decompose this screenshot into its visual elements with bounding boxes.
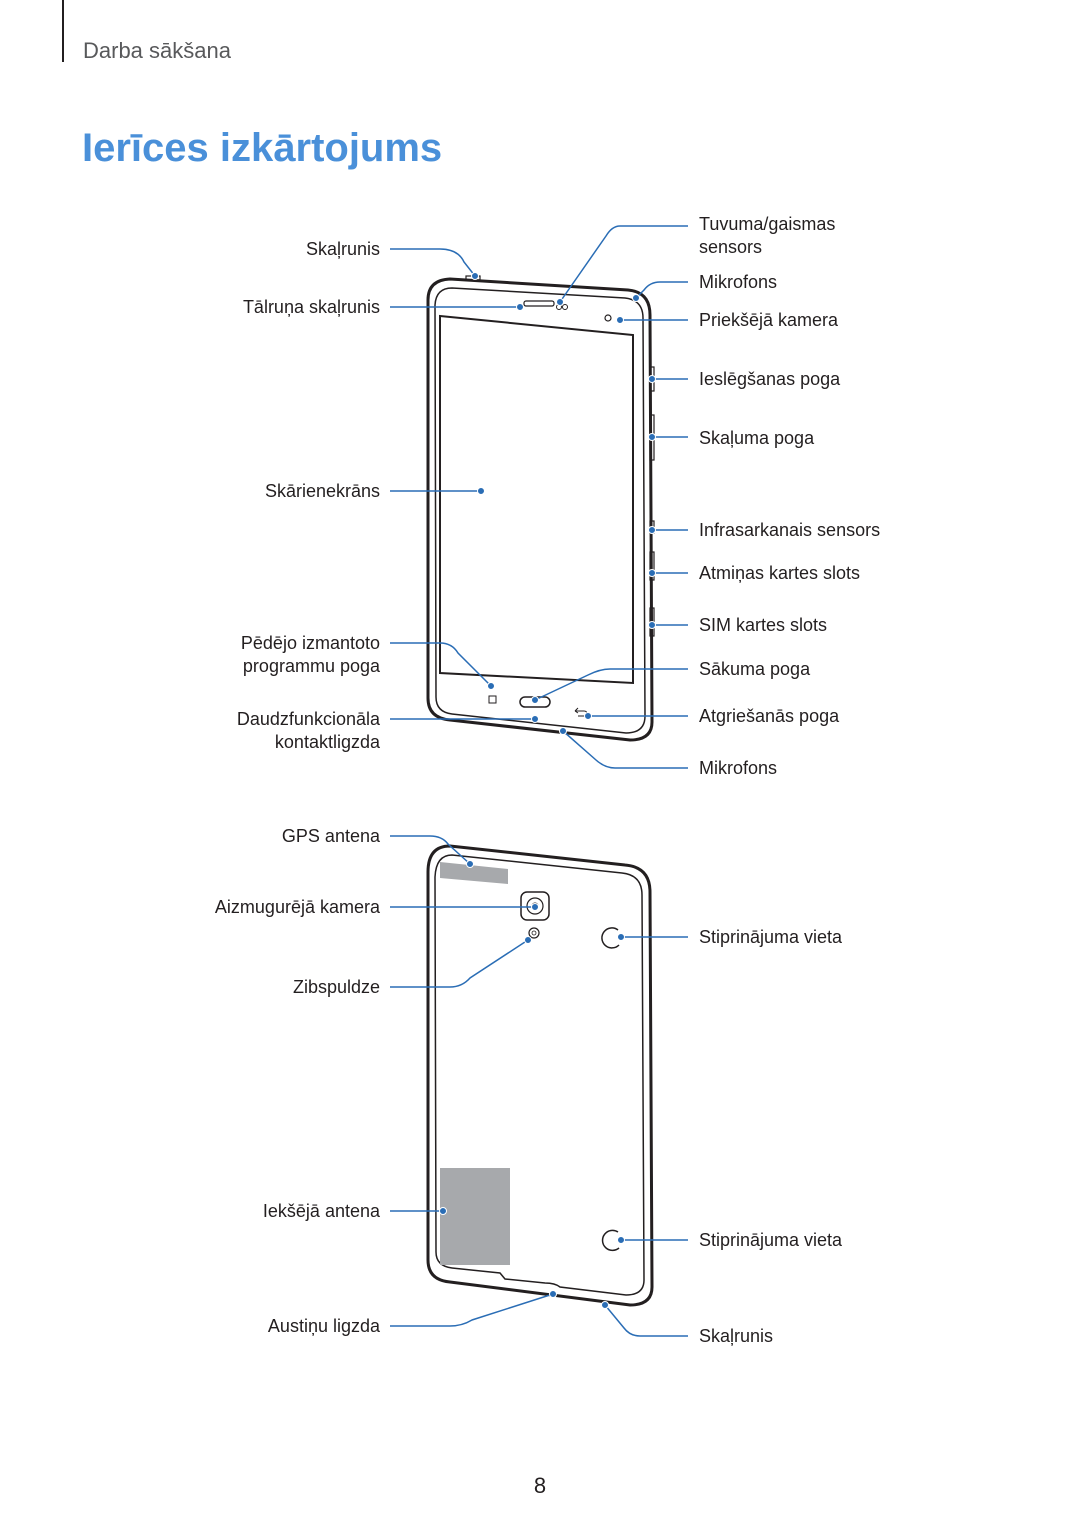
label-fixing-point-top: Stiprinājuma vieta — [699, 927, 843, 947]
front-camera-lens — [604, 314, 612, 322]
front-device — [426, 275, 655, 742]
label-memory-slot: Atmiņas kartes slots — [699, 563, 861, 583]
label-recent-apps-line1: Pēdējo izmantoto — [240, 633, 380, 653]
leader-lines — [390, 225, 688, 1337]
rear-camera-ring — [526, 897, 544, 915]
header-rule — [62, 0, 64, 62]
label-internal-antenna: Iekšējā antena — [262, 1201, 380, 1221]
back-inner-edge — [434, 854, 645, 1296]
sensor-dot-2 — [562, 304, 568, 310]
label-power-key: Ieslēgšanas poga — [699, 369, 841, 389]
earpiece-grille — [523, 300, 555, 307]
label-speaker-top: Skaļrunis — [305, 239, 380, 259]
fixing-point-bottom — [601, 1229, 620, 1252]
label-recent-apps-line2: programmu poga — [242, 656, 380, 676]
label-ir-sensor: Infrasarkanais sensors — [699, 520, 881, 540]
label-gps-antenna: GPS antena — [281, 826, 380, 846]
label-mic-top: Mikrofons — [699, 272, 778, 292]
flash-core — [531, 930, 537, 936]
label-proximity-line2: sensors — [699, 237, 763, 257]
label-front-camera: Priekšējā kamera — [699, 310, 839, 330]
label-mic-bottom: Mikrofons — [699, 758, 778, 778]
internal-antenna-area — [440, 1168, 510, 1265]
leader-dots — [439, 272, 656, 1309]
label-flash: Zibspuldze — [292, 977, 380, 997]
label-home-key: Sākuma poga — [699, 659, 811, 679]
front-screen — [439, 314, 634, 685]
label-earphone-jack: Austiņu ligzda — [267, 1316, 380, 1336]
label-rear-camera: Aizmugurējā kamera — [214, 897, 380, 917]
front-outer-body — [426, 277, 654, 742]
section-title: Darba sākšana — [83, 38, 231, 63]
label-sim-slot: SIM kartes slots — [699, 615, 828, 635]
back-outer-body — [426, 844, 654, 1307]
label-fixing-point-bottom: Stiprinājuma vieta — [699, 1230, 843, 1250]
gps-antenna-area — [440, 862, 508, 884]
label-touchscreen: Skārienekrāns — [264, 481, 380, 501]
label-multipurpose-jack-line1: Daudzfunkcionāla — [236, 709, 380, 729]
flash-ring — [528, 927, 540, 939]
label-earpiece: Tālruņa skaļrunis — [242, 297, 380, 317]
label-back-key: Atgriešanās poga — [699, 706, 840, 726]
label-multipurpose-jack-line2: kontaktligzda — [274, 732, 380, 752]
page-title: Ierīces izkārtojums — [82, 126, 443, 170]
page-number: 8 — [533, 1473, 547, 1498]
memory-card-slot — [649, 551, 655, 581]
recent-apps-icon — [488, 695, 497, 704]
back-device — [426, 844, 654, 1307]
rear-camera-housing — [520, 891, 550, 921]
front-inner-bezel — [434, 287, 646, 734]
fixing-point-top — [601, 927, 620, 949]
label-volume-key: Skaļuma poga — [699, 428, 815, 448]
label-proximity-line1: Tuvuma/gaismas — [699, 214, 836, 234]
label-speaker-bottom: Skaļrunis — [699, 1326, 774, 1346]
